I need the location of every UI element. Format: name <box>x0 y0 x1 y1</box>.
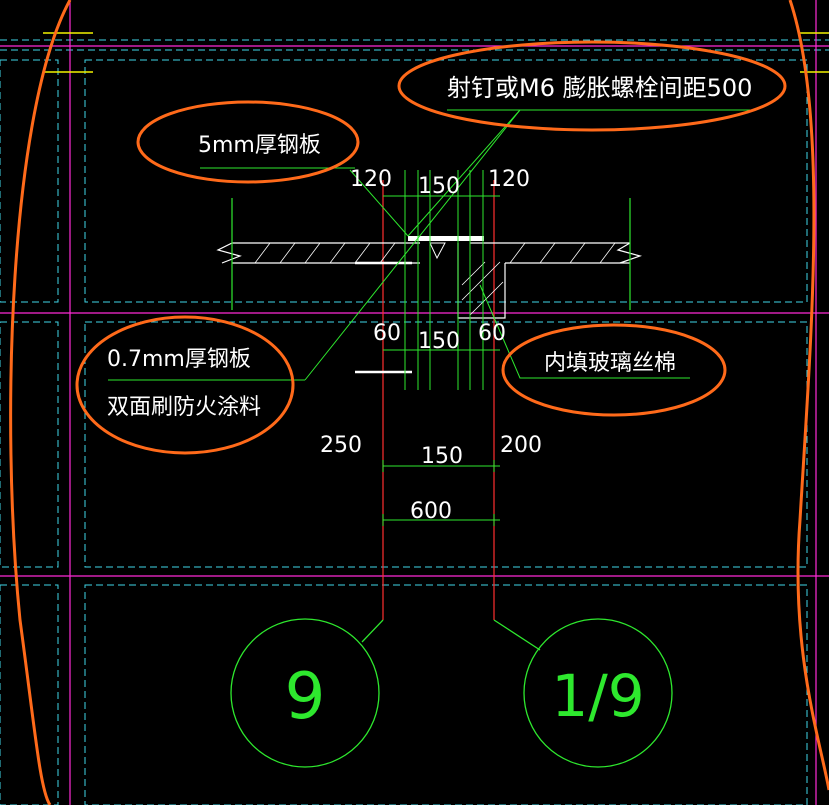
cyan-panel <box>84 584 808 805</box>
annotation-texts: 射钉或M6 膨胀螺栓间距500 5mm厚钢板 0.7mm厚钢板 双面刷防火涂料 … <box>107 74 752 420</box>
break-line-left <box>216 242 242 264</box>
markup-infill <box>501 323 727 417</box>
bubble-leader-right <box>493 619 541 651</box>
dim-low-right: 200 <box>500 433 542 458</box>
cyan-panel <box>0 584 59 805</box>
red-axis-lines <box>382 180 495 620</box>
axis-label-texts: 9 1/9 <box>285 660 645 734</box>
dim-mid-right: 60 <box>478 321 506 346</box>
axis-bubble-left <box>230 618 380 768</box>
dim-bottom-total: 600 <box>410 499 452 524</box>
markup-plate-5mm <box>136 100 360 184</box>
cyan-panel <box>0 59 59 303</box>
leader-plate-07mm <box>304 109 521 381</box>
cyan-panel <box>84 59 808 303</box>
infill-triangle <box>429 242 446 260</box>
cyan-grid <box>0 39 829 805</box>
markup-circles <box>9 0 829 805</box>
dim-top-right: 120 <box>488 167 530 192</box>
leader-infill <box>479 284 690 379</box>
dim-top-left: 120 <box>350 167 392 192</box>
bubble-leader-left <box>361 619 384 643</box>
markup-bolt-note <box>397 40 787 132</box>
axis-label-right: 1/9 <box>551 662 644 730</box>
leader-bolt <box>407 109 521 237</box>
dimension-texts: 120 150 120 60 150 60 250 150 200 600 <box>320 167 542 524</box>
top-plate <box>408 236 484 241</box>
dimension-lines <box>382 170 500 526</box>
dim-low-left: 250 <box>320 433 362 458</box>
axis-bubble-right <box>523 618 673 768</box>
dim-mid-left: 60 <box>373 321 401 346</box>
slab-hatch <box>254 242 616 316</box>
cyan-panel <box>0 321 59 568</box>
infill-text: 内填玻璃丝棉 <box>544 351 676 376</box>
dim-mid-mid: 150 <box>418 329 460 354</box>
markup-left-arc <box>9 0 72 805</box>
dim-top-mid: 150 <box>418 174 460 199</box>
yellow-markers <box>43 32 829 73</box>
bolt-note-text: 射钉或M6 膨胀螺栓间距500 <box>447 74 752 102</box>
markup-plate-07mm <box>75 315 295 455</box>
plate-07mm-line1-text: 0.7mm厚钢板 <box>107 347 251 372</box>
leader-lines <box>108 109 750 381</box>
leader-plate-5mm <box>349 169 409 237</box>
plate-5mm-text: 5mm厚钢板 <box>198 133 321 158</box>
plate-07mm-line2-text: 双面刷防火涂料 <box>107 395 261 420</box>
dim-low-mid: 150 <box>421 444 463 469</box>
steel-plate-5mm <box>355 236 484 374</box>
axis-bubbles <box>230 618 673 768</box>
axis-label-left: 9 <box>285 660 326 734</box>
markup-right-arc <box>788 0 829 791</box>
